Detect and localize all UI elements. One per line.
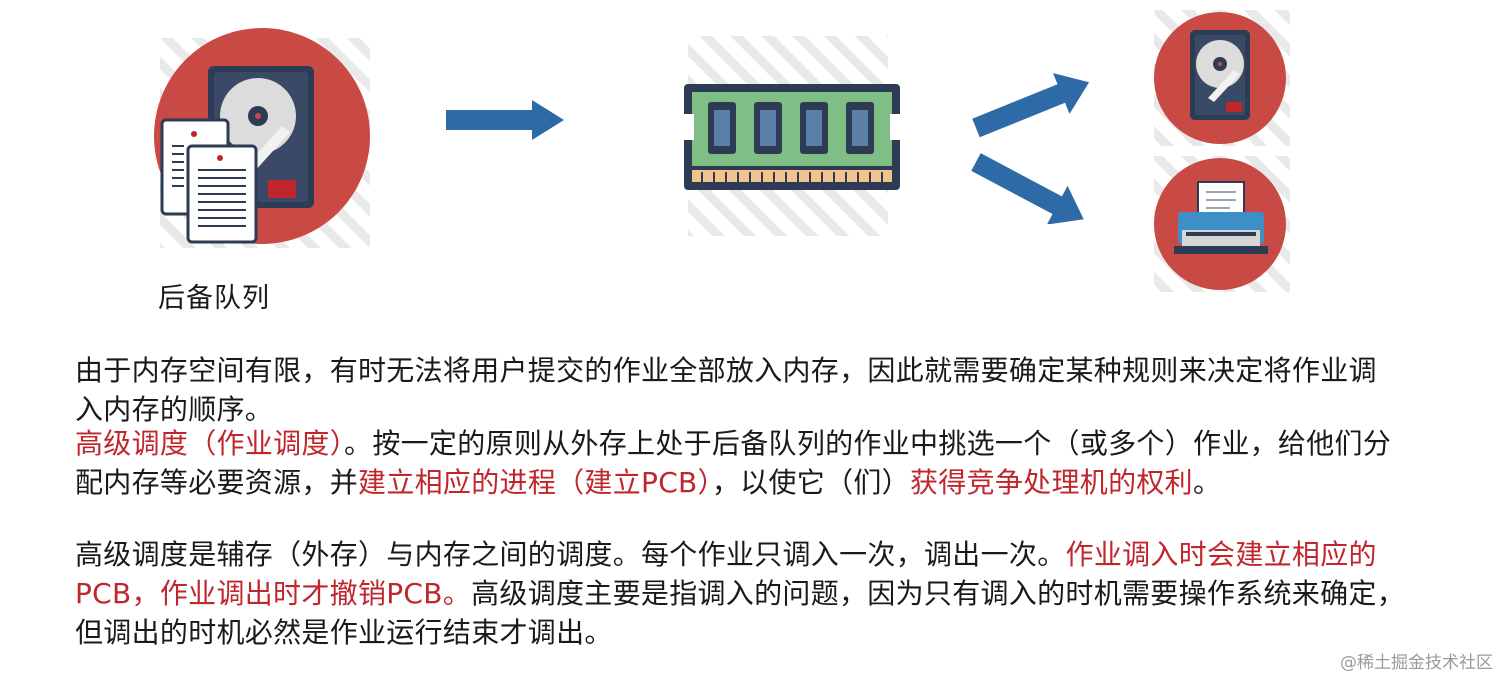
printer-illustration: [1150, 156, 1292, 294]
hard-disk-with-documents-icon: [154, 28, 370, 248]
paragraph-scheduling-detail: 高级调度是辅存（外存）与内存之间的调度。每个作业只调入一次，调出一次。作业调入时…: [75, 535, 1405, 652]
ram-module-illustration: [668, 36, 908, 236]
right-arrow-icon: [444, 98, 568, 142]
text-segment: ，以使它（们）: [711, 466, 910, 499]
right-arrow-icon: [970, 68, 1096, 140]
text-segment: 。按一定的原则从外存上处于后备队列的作业中挑选一个（或多个）作业，给他们分配内存…: [75, 427, 1392, 499]
printer-icon: [1154, 156, 1290, 292]
paragraph-high-level-scheduling: 高级调度（作业调度）。按一定的原则从外存上处于后备队列的作业中挑选一个（或多个）…: [75, 424, 1405, 502]
text-segment: 高级调度主要是指调入的问题，因为只有调入的时机需要操作系统来确定，但调出的时机必…: [75, 577, 1405, 649]
right-arrow-icon: [970, 150, 1096, 225]
storage-illustration: [150, 28, 380, 258]
paragraph-memory-limit: 由于内存空间有限，有时无法将用户提交的作业全部放入内存，因此就需要确定某种规则来…: [75, 354, 1377, 426]
text-segment: 。: [1193, 466, 1222, 499]
term-high-level-scheduling: 高级调度（作业调度）: [75, 427, 345, 460]
term-pcb-lifecycle: 作业调入时会建立相应的PCB，作业调出时才撤销PCB。: [75, 538, 1377, 610]
hard-disk-illustration: [1150, 10, 1292, 146]
watermark: @稀土掘金技术社区: [1340, 653, 1493, 673]
text-segment: 高级调度是辅存（外存）与内存之间的调度。每个作业只调入一次，调出一次。: [75, 538, 1066, 571]
term-create-process: 建立相应的进程（建立PCB）: [358, 466, 712, 499]
ram-module-icon: [684, 36, 900, 236]
hard-disk-icon: [1154, 10, 1290, 146]
term-compete-processor: 获得竞争处理机的权利: [909, 466, 1193, 499]
queue-label: 后备队列: [158, 283, 270, 314]
